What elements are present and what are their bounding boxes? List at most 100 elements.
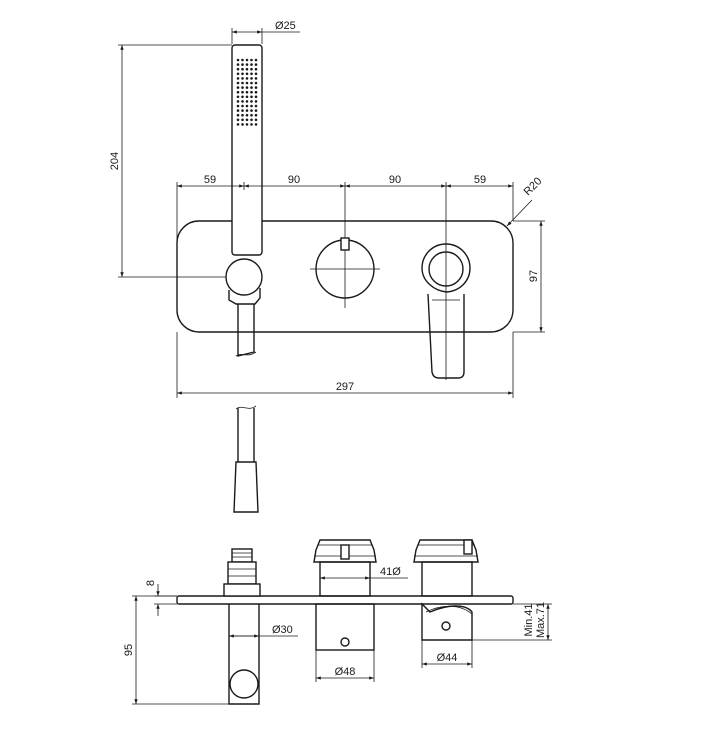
nozzle-dot (254, 63, 258, 66)
nozzle-dot (254, 95, 258, 99)
nozzle-dot (241, 63, 244, 66)
dim-spacing-right: 59 (474, 174, 486, 186)
nozzle-dot (254, 90, 258, 94)
nozzle-dot (250, 72, 253, 76)
nozzle-dot (254, 67, 258, 71)
dim-plate-thickness: 8 (145, 580, 157, 586)
nozzle-dot (241, 81, 244, 85)
dim-depth-min: Min.41 (523, 603, 535, 636)
nozzle-dot (236, 67, 240, 71)
nozzle-dot (236, 63, 240, 66)
dim-lever-diameter: Ø44 (437, 652, 458, 664)
nozzle-dot (254, 123, 258, 126)
dim-handshower-height: 204 (109, 152, 121, 170)
outlet-fitting (223, 548, 261, 597)
hose-end (233, 405, 259, 513)
dim-corner-radius: R20 (522, 175, 545, 198)
nozzle-dot (254, 118, 258, 122)
nozzle-dot (250, 63, 253, 66)
nozzle-dot (236, 90, 240, 94)
nozzle-dot (254, 58, 258, 62)
nozzle-dot (236, 100, 240, 103)
nozzle-dot (236, 58, 240, 62)
nozzle-dot (241, 104, 244, 108)
dim-plate-height: 97 (528, 270, 540, 282)
nozzle-dot (236, 104, 240, 108)
nozzle-dot (245, 77, 249, 80)
nozzle-dot (254, 77, 258, 80)
nozzle-dot (241, 90, 244, 94)
plate-side (176, 595, 514, 605)
nozzle-dot (241, 72, 244, 76)
lever-cartridge (413, 539, 479, 641)
dim-outlet-depth: 95 (123, 644, 135, 656)
nozzle-dot (245, 63, 249, 66)
nozzle-dot (241, 86, 244, 89)
nozzle-dot (241, 67, 244, 71)
nozzle-dot (250, 77, 253, 80)
nozzle-dot (245, 72, 249, 76)
hand-shower (225, 44, 263, 357)
nozzle-dot (254, 109, 258, 112)
nozzle-dot (245, 104, 249, 108)
nozzle-dot (250, 86, 253, 89)
nozzle-dot (254, 86, 258, 89)
nozzle-dot (250, 123, 253, 126)
nozzle-dot (250, 109, 253, 112)
nozzle-dot (241, 109, 244, 112)
dim-depth-max: Max.71 (535, 602, 547, 638)
dim-spacing-mid-right: 90 (389, 174, 401, 186)
nozzle-dot (254, 81, 258, 85)
nozzle-dot (236, 118, 240, 122)
nozzle-dot (236, 81, 240, 85)
front-view: Ø25 204 59 90 90 59 R20 97 297 (109, 20, 545, 398)
nozzle-dot (245, 109, 249, 112)
nozzle-dot (236, 72, 240, 76)
nozzle-dot (250, 67, 253, 71)
nozzle-dot (245, 100, 249, 103)
nozzle-dot (241, 123, 244, 126)
nozzle-dot (250, 118, 253, 122)
dim-plate-width: 297 (336, 381, 354, 393)
nozzle-dot (245, 90, 249, 94)
nozzle-dot (236, 113, 240, 117)
nozzle-dot (245, 81, 249, 85)
nozzle-dot (245, 123, 249, 126)
nozzle-dot (250, 95, 253, 99)
nozzle-dot (250, 90, 253, 94)
nozzle-dot (245, 113, 249, 117)
nozzle-dot (241, 77, 244, 80)
knob-cartridge (313, 539, 377, 651)
nozzle-dot (254, 104, 258, 108)
nozzle-dot (236, 77, 240, 80)
nozzle-dot (254, 113, 258, 117)
dim-outlet-diameter: Ø30 (272, 624, 293, 636)
diverter-knob (310, 232, 380, 308)
nozzle-dot (245, 86, 249, 89)
nozzle-dot (241, 113, 244, 117)
nozzle-dot (236, 86, 240, 89)
nozzle-dot (250, 81, 253, 85)
nozzle-dot (241, 95, 244, 99)
nozzle-dot (236, 109, 240, 112)
dim-spindle-diameter: 41Ø (380, 566, 401, 578)
nozzle-dot (245, 95, 249, 99)
wall-outlet (228, 604, 260, 705)
nozzle-dot (241, 100, 244, 103)
dim-spacing-mid-left: 90 (288, 174, 300, 186)
nozzle-dot (245, 58, 249, 62)
nozzle-dot (250, 113, 253, 117)
nozzle-dot (254, 100, 258, 103)
dim-handshower-diameter: Ø25 (275, 20, 296, 32)
nozzle-dot (245, 67, 249, 71)
mixer-lever (421, 232, 471, 380)
side-view: 8 95 Ø30 41Ø Ø48 Ø44 Min.41 Max.71 (123, 539, 552, 705)
nozzle-dot (241, 118, 244, 122)
nozzle-dot (236, 123, 240, 126)
nozzle-dot (254, 72, 258, 76)
dim-knob-diameter: Ø48 (335, 666, 356, 678)
shower-nozzles (236, 58, 258, 126)
nozzle-dot (241, 58, 244, 62)
nozzle-dot (236, 95, 240, 99)
